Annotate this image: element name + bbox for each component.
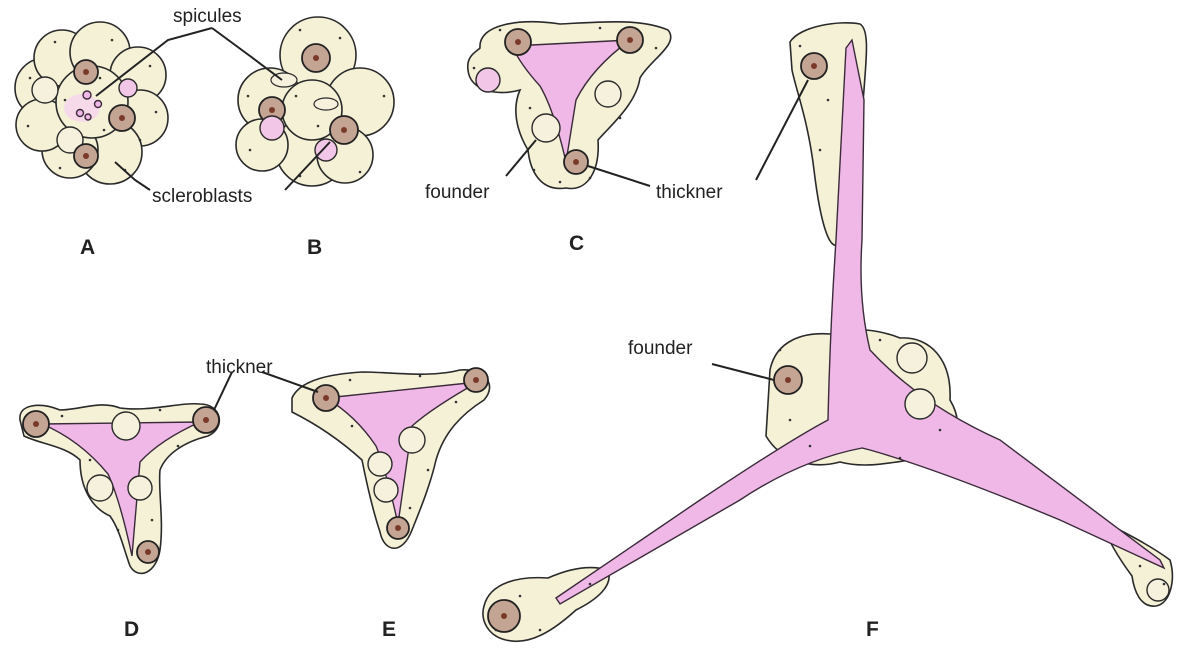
panel-label-f: F <box>866 618 879 641</box>
panel-b-illustration <box>236 17 394 186</box>
panel-e-illustration <box>292 368 490 548</box>
panel-label-a: A <box>80 236 95 259</box>
thickner-f-leader <box>756 80 808 180</box>
spicules-leader-b <box>212 28 282 80</box>
panel-d-illustration <box>20 404 219 574</box>
panel-c-illustration <box>468 22 671 189</box>
scleroblasts-label: scleroblasts <box>152 186 252 207</box>
thickner-c-leader <box>588 166 650 186</box>
thickner-label-de: thickner <box>206 357 273 378</box>
thickner-label-c: thickner <box>656 182 723 203</box>
spicules-label: spicules <box>173 6 242 27</box>
panel-label-c: C <box>569 232 584 255</box>
panel-label-b: B <box>307 236 322 259</box>
founder-label-c: founder <box>425 182 490 203</box>
panel-a-illustration <box>15 22 168 184</box>
panel-label-e: E <box>382 618 396 641</box>
panel-label-d: D <box>124 618 139 641</box>
founder-f-leader <box>712 364 774 380</box>
founder-label-f: founder <box>628 338 693 359</box>
